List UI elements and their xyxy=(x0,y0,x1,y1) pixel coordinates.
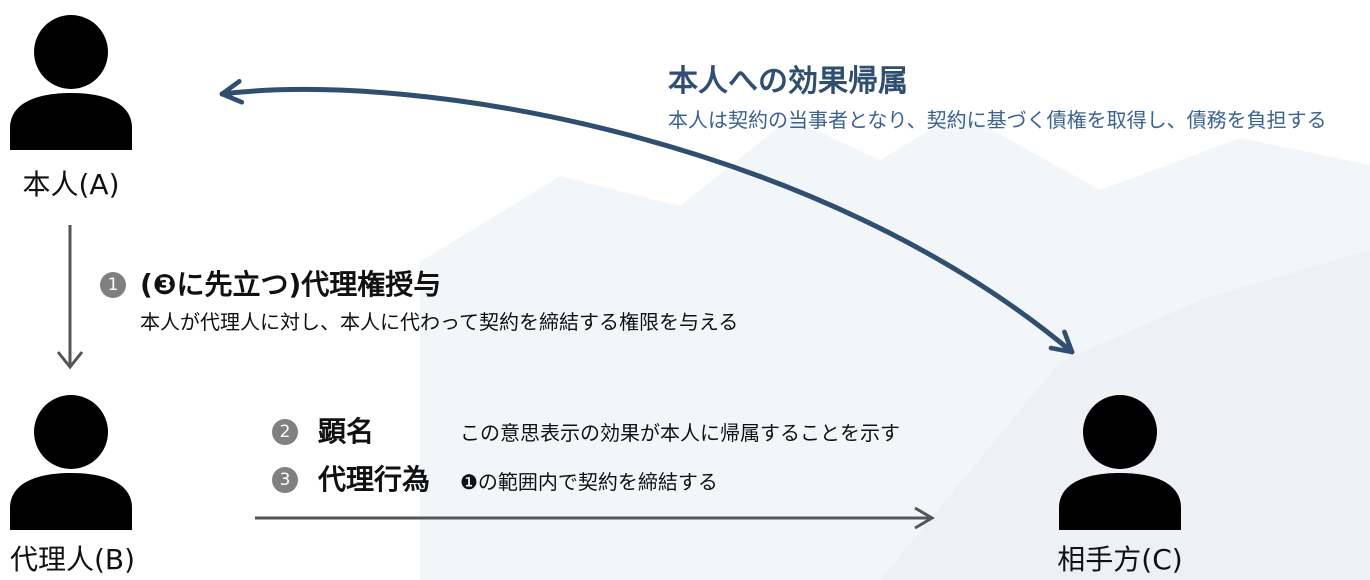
agency-act-arrow xyxy=(255,506,935,530)
background-mountains xyxy=(420,112,1370,580)
step-title: (❸に先立つ)代理権授与 xyxy=(140,268,442,301)
step-number-badge: 2 xyxy=(272,419,298,445)
step-description: この意思表示の効果が本人に帰属することを示す xyxy=(460,421,900,445)
authority-grant-arrow xyxy=(56,225,84,370)
effect-attribution-arrow xyxy=(219,79,1075,355)
step-description: 本人が代理人に対し、本人に代わって契約を締結する権限を与える xyxy=(140,310,739,334)
effect-attribution-description: 本人は契約の当事者となり、契約に基づく債権を取得し、債務を負担する xyxy=(668,108,1327,132)
step-title: 顕名 xyxy=(318,415,375,448)
agent-label: 代理人(B) xyxy=(9,543,136,576)
step-number-badge: 1 xyxy=(100,272,126,298)
person-icon xyxy=(10,15,132,150)
person-icon xyxy=(10,395,132,530)
step-number-badge: 3 xyxy=(272,467,298,493)
effect-attribution-title: 本人への効果帰属 xyxy=(668,64,908,99)
step-title: 代理行為 xyxy=(318,463,431,496)
step-description: ❶の範囲内で契約を締結する xyxy=(460,470,718,494)
counterparty-label: 相手方(C) xyxy=(1057,543,1183,576)
principal-label: 本人(A) xyxy=(22,168,120,201)
